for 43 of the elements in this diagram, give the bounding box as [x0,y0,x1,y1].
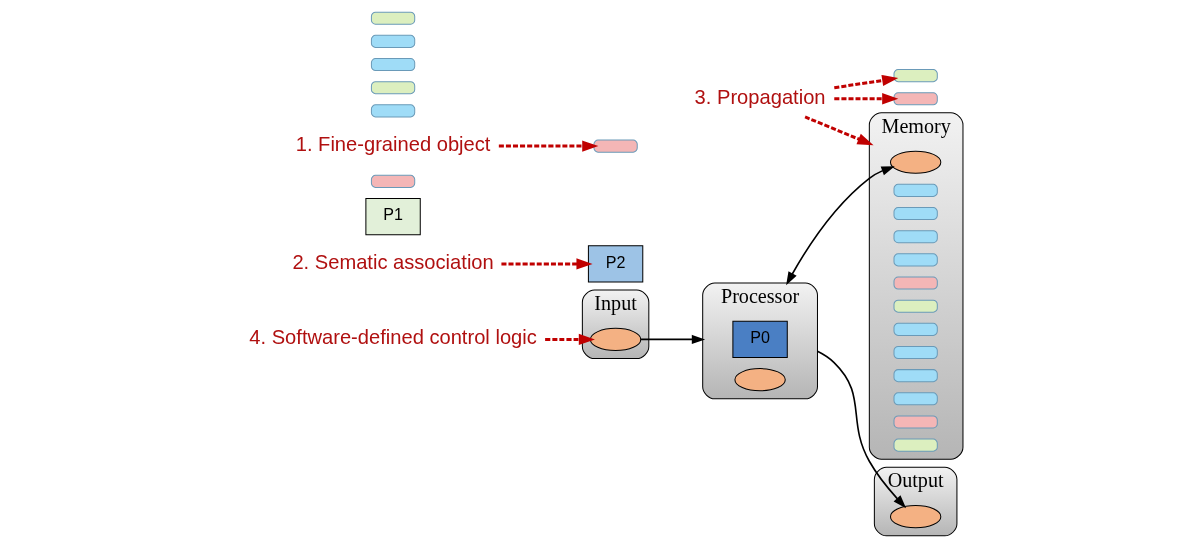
node-bar [370,11,415,25]
cluster: Output [873,466,957,537]
arrow [804,115,874,146]
node-ellipse [589,327,641,351]
node-text: 1. Fine-grained object [295,133,490,156]
node-text: 4. Software-defined control logic [248,326,537,349]
node-box: P0 [731,320,788,359]
arrow [498,140,598,152]
node-bar [893,369,938,383]
node-bar [893,299,938,313]
arrow [785,166,895,286]
arrow [833,74,898,90]
node-text: 2. Sematic association [291,250,494,273]
node-box: P1 [364,197,421,236]
node-bar [893,322,938,336]
node-bar [370,174,415,188]
node-bar [370,34,415,48]
node-box: P2 [587,245,643,283]
node-bar [893,183,938,197]
node-bar [893,92,938,106]
node-bar [893,276,938,290]
node-bar [893,253,938,267]
node-bar [893,230,938,244]
node-bar [893,415,938,429]
arrow [816,350,906,509]
node-bar [370,104,415,118]
node-bar [893,207,938,221]
cluster: Memory [868,112,963,460]
arrow [833,93,898,105]
node-bar [592,139,638,153]
node-bar [893,438,938,452]
node-ellipse [889,505,941,529]
cluster: Input [581,289,649,360]
node-bar [893,69,938,83]
node-bar [370,58,415,72]
node-bar [370,81,415,95]
node-bar [893,392,938,406]
node-ellipse [889,150,941,174]
arrow [544,333,595,346]
node-ellipse [733,368,786,392]
node-text: 3. Propagation [694,85,826,108]
node-bar [893,345,938,360]
arrow [500,258,593,270]
